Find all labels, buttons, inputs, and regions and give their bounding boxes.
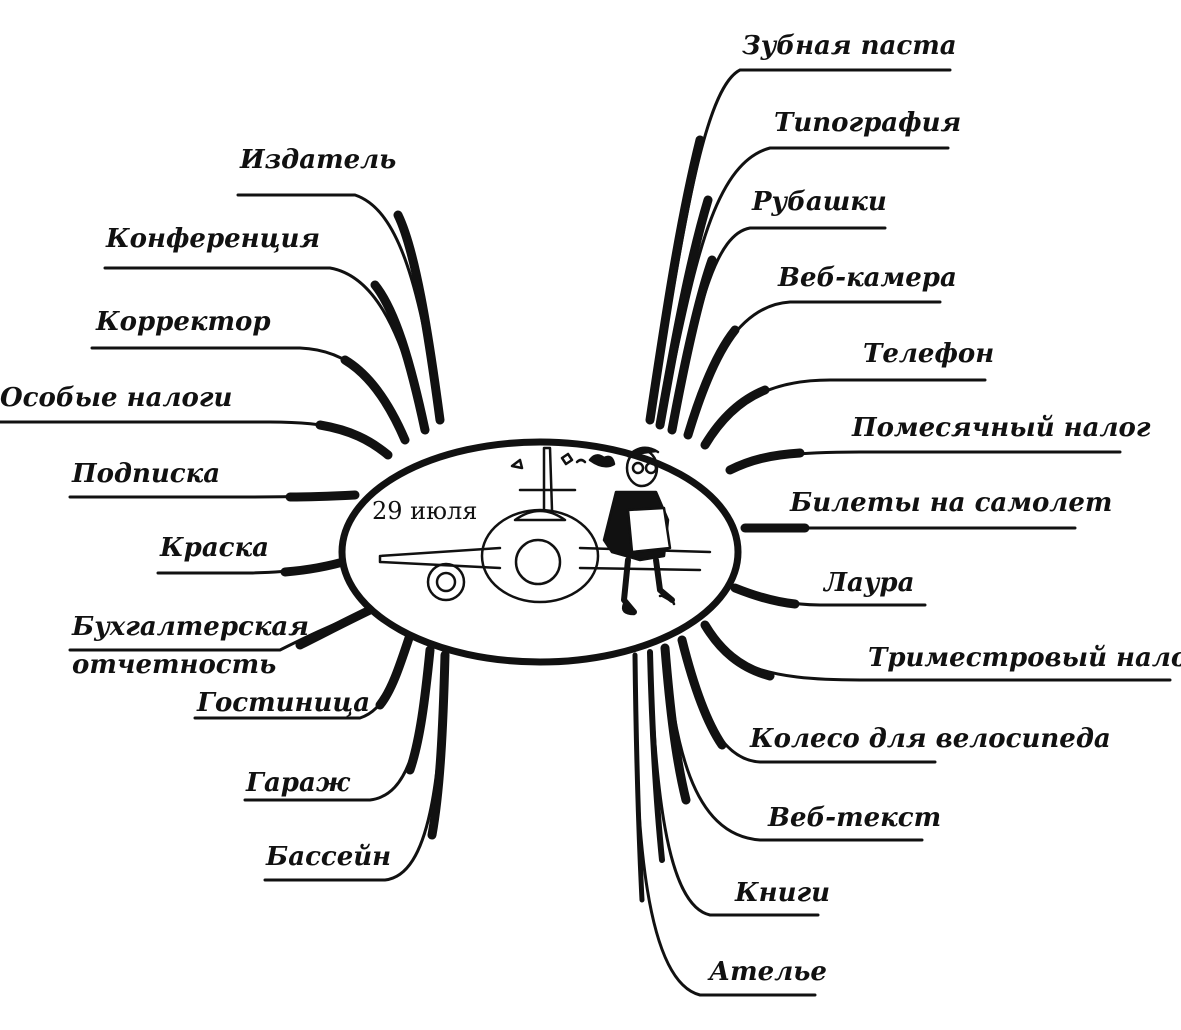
branch-label-knigi: Книги — [735, 878, 831, 908]
branch-label-trimestrovyi-nalog: Триместровый налог — [868, 643, 1181, 673]
airplane-illustration — [378, 446, 712, 604]
branch-label-veb-kamera: Веб-камера — [778, 263, 957, 293]
branch-label-bassein: Бассейн — [266, 842, 392, 872]
branch-trunk-pomesyachnyi-nalog — [725, 448, 805, 475]
branch-label-buhgalterskaya-2: отчетность — [72, 650, 277, 680]
branch-trunk-tipografiya — [655, 195, 713, 430]
branch-label-izdatel: Издатель — [240, 145, 397, 175]
branch-label-pomesyachnyi-nalog: Помесячный налог — [852, 413, 1151, 443]
branch-label-telefon: Телефон — [863, 339, 995, 369]
branch-trunk-veb-tekst — [660, 643, 691, 805]
branch-label-podpiska: Подписка — [72, 459, 221, 489]
branch-trunk-gostinica — [375, 630, 415, 710]
branch-label-osobye-nalogi: Особые налоги — [0, 383, 233, 413]
branch-label-kraska: Краска — [160, 533, 269, 563]
branch-label-veb-tekst: Веб-текст — [768, 803, 942, 833]
branch-label-buhgalterskaya: Бухгалтерская — [72, 612, 309, 642]
branch-trunk-izdatel — [393, 210, 445, 425]
branch-trunk-garazh — [405, 645, 435, 775]
branch-trunk-buhgalterskaya — [295, 605, 375, 650]
branch-trunk-veb-kamera — [683, 325, 740, 440]
branch-label-tipografiya: Типография — [774, 108, 962, 138]
branch-trunk-bassein — [427, 650, 450, 840]
branch-trunk-rubashki — [667, 255, 717, 435]
branch-label-garazh: Гараж — [246, 768, 350, 798]
branch-trunk-knigi — [647, 649, 665, 863]
branch-label-korrektor: Корректор — [96, 307, 271, 337]
branch-label-zubnaya-pasta: Зубная паста — [742, 31, 957, 61]
branch-label-laura: Лаура — [824, 568, 915, 598]
center-date: 29 июля — [372, 497, 478, 525]
branch-label-koleso: Колесо для велосипеда — [750, 724, 1111, 754]
branch-trunk-trimestrovyi-nalog — [700, 620, 775, 681]
branch-trunk-telefon — [700, 385, 770, 450]
branch-label-rubashki: Рубашки — [752, 187, 887, 217]
branch-label-konferenciya: Конференция — [106, 224, 321, 254]
branch-trunk-osobye-nalogi — [315, 420, 393, 460]
branch-line-knigi — [648, 650, 820, 917]
branch-label-gostinica: Гостиница — [197, 688, 371, 718]
branch-label-atele: Ателье — [709, 957, 827, 987]
branch-trunk-koleso — [677, 635, 727, 750]
traveler-figure — [602, 446, 676, 616]
branch-trunk-podpiska — [285, 490, 360, 502]
branch-trunk-laura — [730, 583, 800, 609]
branch-label-bilety: Билеты на самолет — [790, 488, 1113, 518]
branch-trunk-atele — [632, 652, 645, 903]
branch-trunk-korrektor — [340, 355, 410, 445]
branch-trunk-zubnaya-pasta — [645, 135, 705, 425]
branch-trunk-konferenciya — [370, 280, 430, 435]
